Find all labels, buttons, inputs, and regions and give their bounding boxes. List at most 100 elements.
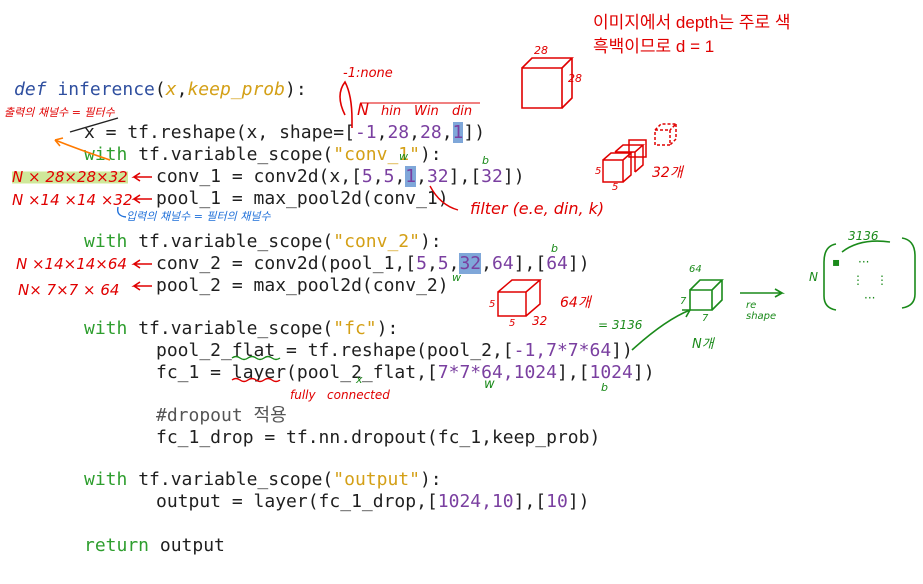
- conv2-shape-text: N ×14×14×64: [16, 255, 127, 273]
- conv2-c3: ,: [481, 253, 492, 274]
- cube1-28-side: 28: [568, 72, 582, 85]
- code-line-dropout: fc_1_drop = tf.nn.dropout(fc_1,keep_prob…: [156, 427, 601, 448]
- nhwd-w: Win: [414, 104, 439, 119]
- conv1-suffix: ]): [502, 166, 525, 187]
- b-mark-conv2: b: [551, 242, 558, 255]
- none-note: -1:none: [343, 66, 393, 81]
- with-keyword-3: with: [84, 318, 128, 339]
- conv2-n1: 5: [416, 253, 427, 274]
- nhwd-h: hin: [381, 104, 402, 119]
- w-mark-fc: w: [484, 377, 495, 392]
- depth-note-line2: 흑백이므로 d = 1: [593, 37, 715, 56]
- flat-suffix: ]): [611, 340, 633, 361]
- conv2-prefix: conv_2 = conv2d(pool_1,[: [156, 253, 417, 274]
- conv2-c1: ,: [426, 253, 438, 274]
- with-keyword-4: with: [84, 469, 128, 490]
- arrow-conv2: [131, 259, 152, 269]
- reshape-n3: 28: [420, 122, 442, 143]
- arg-comma: ,: [176, 79, 188, 100]
- code-line-conv2: conv_2 = conv2d(pool_1,[5,5,32,64],[64]): [156, 253, 590, 275]
- pool2-shape-text: N× 7×7 × 64: [18, 281, 120, 299]
- output-numbers1: 1024,10: [437, 491, 514, 512]
- conv2-mid: ],[: [513, 253, 547, 274]
- code-line-comment: #dropout 적용: [156, 405, 287, 426]
- cube3-7b: 7: [702, 313, 709, 324]
- reshape-c2: ,: [409, 122, 420, 143]
- scope-name-conv2: "conv_2": [333, 231, 420, 252]
- code-line-pool2: pool_2 = max_pool2d(conv_2): [156, 275, 449, 296]
- reshape-arrow: [740, 288, 786, 298]
- arrow-conv1: [131, 172, 152, 182]
- x-mark-fc: x: [356, 373, 363, 386]
- feature-cube: [689, 279, 724, 311]
- w-mark-conv2: w: [452, 271, 461, 284]
- conv1-n5: 32: [481, 166, 503, 187]
- svg-text:⋮: ⋮: [876, 273, 888, 287]
- filter1-5b: 5: [612, 182, 619, 193]
- matrix-3136: 3136: [848, 229, 879, 243]
- filter2-5b: 5: [509, 318, 516, 329]
- fully-connected-note: fully connected: [290, 388, 390, 402]
- filter-cubes-1: [602, 123, 678, 183]
- flat-3136: = 3136: [598, 318, 643, 332]
- filter2-count: 64개: [560, 295, 591, 311]
- function-name: inference: [57, 79, 155, 100]
- b-mark-fc: b: [601, 381, 608, 394]
- svg-text:···: ···: [864, 291, 875, 305]
- with-keyword-1: with: [84, 144, 128, 165]
- reshape-note: re shape: [746, 300, 777, 322]
- w-mark-conv1: w: [399, 150, 408, 163]
- scope-close-2: ):: [419, 231, 442, 252]
- svg-text:···: ···: [858, 255, 869, 269]
- conv1-mid: ],[: [448, 166, 482, 187]
- conv1-c1: ,: [372, 166, 384, 187]
- squiggle-layer: [231, 377, 281, 383]
- filter1-5a: 5: [595, 166, 602, 177]
- arrow-pool1: [131, 194, 152, 204]
- fc1-mid: ],[: [556, 362, 590, 383]
- scope-name-conv1: "conv_1": [333, 144, 420, 165]
- pool1-shape-text: N ×14 ×14 ×32: [12, 191, 133, 209]
- fc1-numbers2: 1024: [589, 362, 633, 383]
- scope-call-1: tf.variable_scope(: [127, 144, 334, 165]
- conv2-n5: 64: [546, 253, 568, 274]
- conv2-suffix: ]): [567, 253, 590, 274]
- return-keyword: return: [84, 535, 150, 556]
- matrix-n: N: [809, 270, 818, 284]
- code-line-output: output = layer(fc_1_drop,[1024,10],[10]): [156, 491, 590, 513]
- scope-close-3: ):: [376, 318, 399, 339]
- conv1-n3: 1: [405, 166, 417, 187]
- code-line-fc1: fc_1 = layer(pool_2_flat,[7*7*64,1024],[…: [156, 362, 655, 384]
- nhwd-arrow: [339, 80, 353, 128]
- input-cube: [521, 57, 574, 109]
- scope-close-4: ):: [419, 469, 442, 490]
- conv1-c2: ,: [394, 166, 406, 187]
- conv1-prefix: conv_1 = conv2d(x,[: [156, 166, 362, 187]
- conv1-n4: 32: [426, 166, 449, 187]
- code-line-def: def inference(x,keep_prob):: [14, 79, 307, 101]
- return-value: output: [149, 535, 225, 556]
- svg-text:▪: ▪: [832, 255, 840, 269]
- in-channels-note: 입력의 채널수 = 필터의 채널수: [126, 210, 271, 223]
- code-line-scope-fc: with tf.variable_scope("fc"):: [84, 318, 398, 340]
- reshape-c1: ,: [376, 122, 388, 143]
- output-suffix: ]): [567, 491, 590, 512]
- fc1-suffix: ]): [632, 362, 655, 383]
- arg-x: x: [165, 79, 177, 100]
- def-keyword: def: [14, 79, 47, 100]
- paren-close: ):: [284, 79, 307, 100]
- depth-note-line1: 이미지에서 depth는 주로 색: [593, 13, 791, 32]
- code-line-return: return output: [84, 535, 225, 557]
- nhwd-n: N: [357, 100, 369, 119]
- code-line-conv1: conv_1 = conv2d(x,[5,5,1,32],[32]): [156, 166, 525, 188]
- matrix-brackets: ▪ ··· ⋮ ⋮ ···: [823, 237, 916, 311]
- squiggle-flat: [231, 355, 281, 361]
- scope-close-1: ):: [419, 144, 442, 165]
- pool2-shape: N× 7×7 × 64: [18, 281, 119, 299]
- conv1-n2: 5: [383, 166, 395, 187]
- arg-keep-prob: keep_prob: [187, 79, 285, 100]
- reshape-n2: 28: [387, 122, 410, 143]
- conv1-n1: 5: [361, 166, 373, 187]
